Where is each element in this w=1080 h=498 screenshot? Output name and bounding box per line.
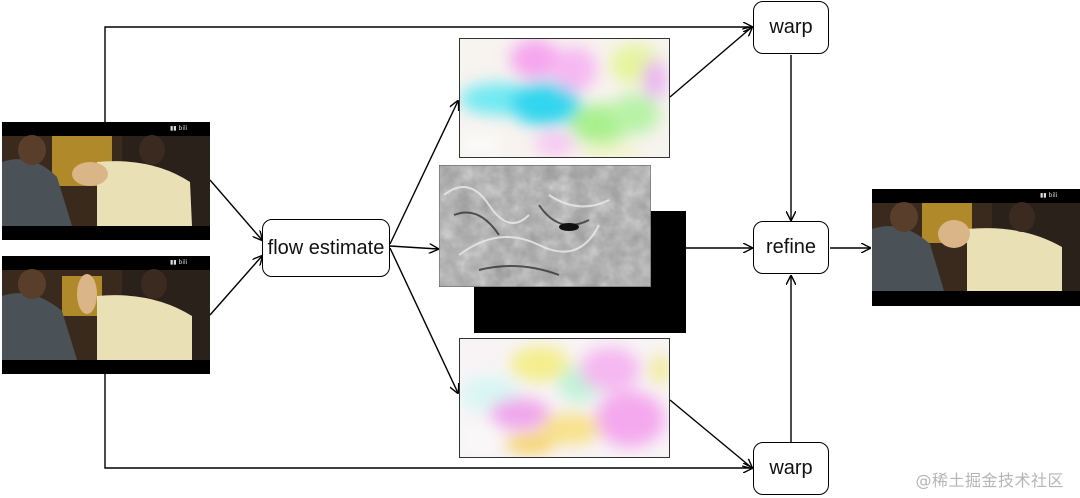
edge-frame2-to-flow-estimate xyxy=(209,256,262,316)
flow-estimate-node: flow estimate xyxy=(262,219,390,277)
watermark: @稀土掘金技术社区 xyxy=(915,471,1064,490)
edge-flow-estimate-to-mask xyxy=(389,246,438,249)
fusion-mask xyxy=(439,165,651,287)
warp-bottom-label: warp xyxy=(769,457,813,479)
input-frame-2: ▮▮ bili xyxy=(2,256,210,374)
edge-flow-estimate-to-flow-top xyxy=(389,101,458,245)
edge-flow-top-to-warp-top xyxy=(669,27,752,98)
warp-bottom-node: warp xyxy=(753,442,829,495)
edge-flow-estimate-to-flow-bottom xyxy=(389,247,458,393)
edge-frame1-to-flow-estimate xyxy=(209,179,262,240)
refine-node: refine xyxy=(753,221,829,274)
edge-flow-bottom-to-warp-bottom xyxy=(669,399,752,468)
flow-estimate-label: flow estimate xyxy=(267,236,385,259)
video-logo: ▮▮ bili xyxy=(1040,192,1058,199)
warp-top-node: warp xyxy=(753,1,829,54)
input-frame-1: ▮▮ bili xyxy=(2,122,210,240)
edge-frame1-to-warp-top xyxy=(104,27,752,122)
optical-flow-top xyxy=(459,38,670,158)
refine-label: refine xyxy=(765,236,817,258)
optical-flow-bottom xyxy=(459,338,670,458)
output-frame: ▮▮ bili xyxy=(872,189,1080,306)
edge-frame2-to-warp-bottom xyxy=(104,374,752,468)
warp-top-label: warp xyxy=(769,16,813,38)
video-logo: ▮▮ bili xyxy=(170,259,188,266)
video-logo: ▮▮ bili xyxy=(170,125,188,132)
